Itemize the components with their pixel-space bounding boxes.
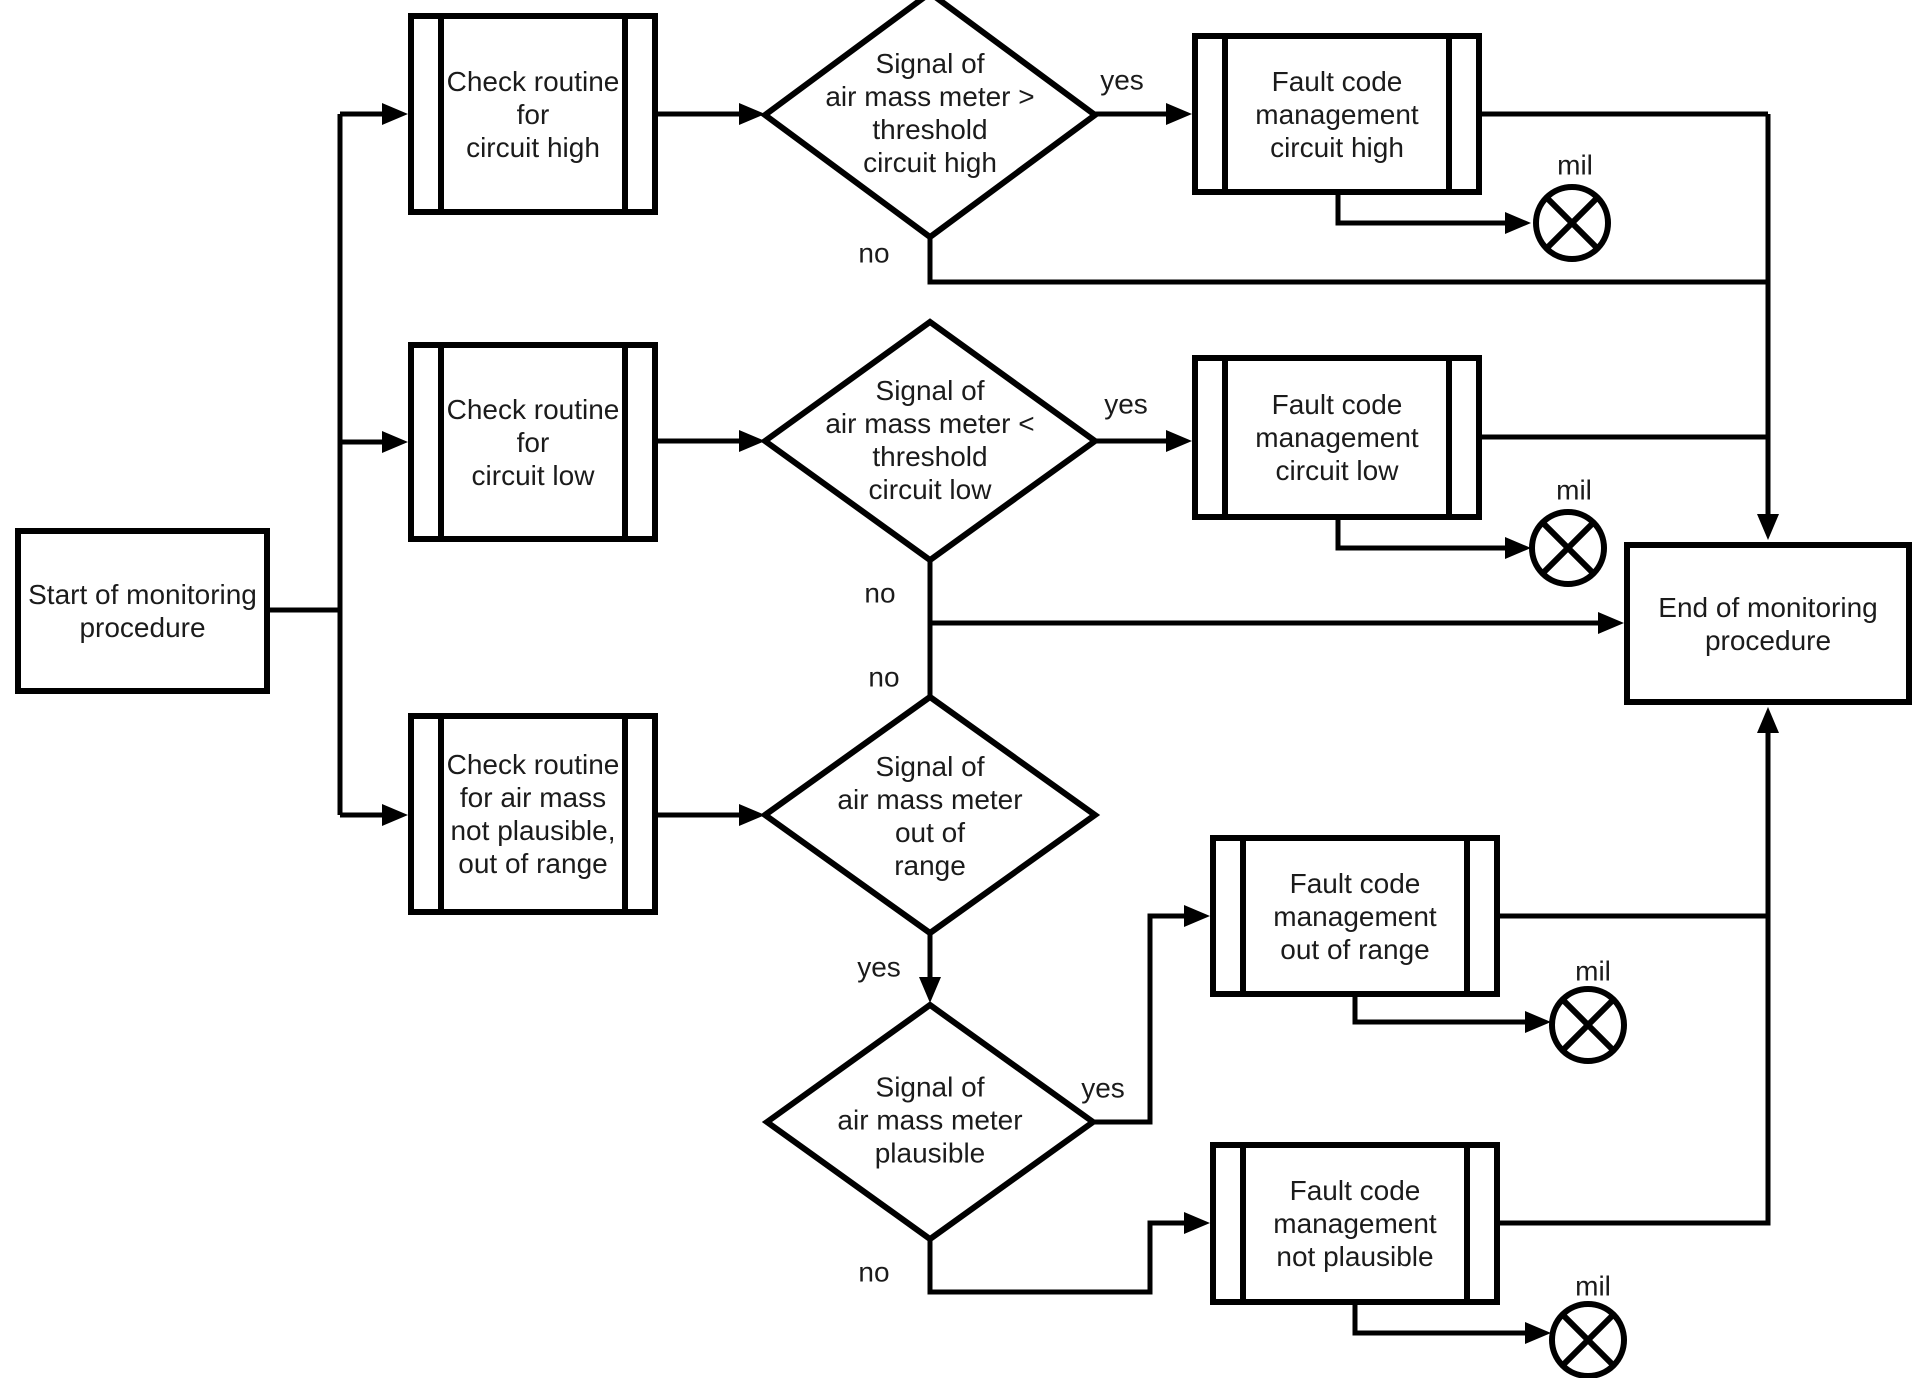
- mil-label-out-of-range: mil: [1575, 955, 1611, 987]
- node-check-circuit-low: Check routine for circuit low: [408, 342, 658, 542]
- decision-label-circuit-high: Signal of air mass meter > threshold cir…: [825, 48, 1035, 178]
- decision-label-out-of-range: Signal of air mass meter out of range: [837, 751, 1023, 881]
- edge-label-dec-high-no: no: [858, 237, 890, 269]
- edge-fault-low-to-mil: [1335, 520, 1507, 551]
- arrow-into-end-left: [1598, 612, 1624, 634]
- mil-lamps: [1529, 184, 1627, 1378]
- arrow-into-end-bottom: [1757, 707, 1779, 733]
- node-fault-not-plausible: Fault code management not plausible: [1210, 1142, 1500, 1305]
- node-check-circuit-low-label: Check routine for circuit low: [446, 393, 620, 491]
- node-check-plausible: Check routine for air mass not plausible…: [408, 713, 658, 915]
- node-fault-circuit-high: Fault code management circuit high: [1192, 33, 1482, 195]
- arrow-into-dec-plausible: [919, 977, 941, 1003]
- edge-label-dec-low-no: no: [864, 577, 896, 609]
- edge-dec-plausible-no: [927, 1220, 1186, 1295]
- edge-label-dec-high-yes: yes: [1100, 64, 1144, 96]
- node-end-label: End of monitoring procedure: [1658, 591, 1878, 656]
- node-start: Start of monitoring procedure: [15, 528, 270, 694]
- arrow-into-fault-range: [1184, 905, 1210, 927]
- arrowheads: [382, 103, 1779, 1344]
- edge-label-dec-plausible-no: no: [858, 1256, 890, 1288]
- edge-label-dec-range-yes: yes: [857, 951, 901, 983]
- node-check-circuit-high-label: Check routine for circuit high: [446, 65, 620, 163]
- edge-dec-high-no: [927, 237, 1768, 285]
- mil-lamp-circuit-low-icon: [1529, 509, 1607, 587]
- decision-shape-out-of-range: [759, 693, 1101, 937]
- arrow-into-check-plausible: [382, 804, 408, 826]
- node-fault-circuit-low-label: Fault code management circuit low: [1255, 389, 1419, 486]
- decision-shape-plausible: [761, 1001, 1099, 1243]
- edge-label-dec-plausible-yes: yes: [1081, 1072, 1125, 1104]
- edge-fault-plausible-to-mil: [1352, 1305, 1527, 1336]
- node-end: End of monitoring procedure: [1624, 542, 1912, 705]
- mil-label-not-plausible: mil: [1575, 1270, 1611, 1302]
- edge-dec-plausible-yes: [1090, 913, 1186, 1125]
- decision-label-circuit-low: Signal of air mass meter < threshold cir…: [825, 375, 1035, 505]
- edge-label-dec-range-no: no: [868, 661, 900, 693]
- node-fault-circuit-low: Fault code management circuit low: [1192, 355, 1482, 520]
- arrow-into-mil-2: [1505, 537, 1531, 559]
- arrow-into-dec-range: [739, 804, 765, 826]
- decision-shapes: [759, 0, 1101, 1243]
- edge-fault-plausible-out: [1500, 731, 1771, 1226]
- arrow-into-end-top: [1757, 514, 1779, 540]
- connector-lines: [270, 111, 1771, 1336]
- arrow-into-fault-high: [1166, 103, 1192, 125]
- arrow-into-dec-low: [739, 430, 765, 452]
- decision-label-plausible: Signal of air mass meter plausible: [837, 1071, 1023, 1169]
- mil-label-circuit-high: mil: [1557, 149, 1593, 181]
- arrow-into-check-high: [382, 103, 408, 125]
- node-fault-not-plausible-label: Fault code management not plausible: [1273, 1175, 1437, 1272]
- arrow-into-mil-1: [1505, 212, 1531, 234]
- node-fault-out-of-range: Fault code management out of range: [1210, 835, 1500, 997]
- node-start-label: Start of monitoring procedure: [28, 579, 257, 643]
- mil-lamp-not-plausible-icon: [1549, 1301, 1627, 1378]
- edge-label-dec-low-yes: yes: [1104, 388, 1148, 420]
- node-fault-out-of-range-label: Fault code management out of range: [1273, 867, 1437, 965]
- arrow-into-dec-high: [739, 103, 765, 125]
- decision-shape-circuit-low: [759, 318, 1101, 564]
- arrow-into-fault-low: [1166, 430, 1192, 452]
- arrow-into-fault-plausible: [1184, 1212, 1210, 1234]
- node-fault-circuit-high-label: Fault code management circuit high: [1255, 65, 1419, 163]
- node-check-plausible-label: Check routine for air mass not plausible…: [446, 749, 620, 879]
- arrow-into-check-low: [382, 431, 408, 453]
- node-check-circuit-high: Check routine for circuit high: [408, 13, 658, 215]
- arrow-into-mil-3: [1525, 1011, 1551, 1033]
- mil-label-circuit-low: mil: [1556, 474, 1592, 506]
- mil-lamp-circuit-high-icon: [1533, 184, 1611, 262]
- mil-lamp-out-of-range-icon: [1549, 986, 1627, 1064]
- edge-fault-high-to-mil: [1335, 195, 1507, 226]
- arrow-into-mil-4: [1525, 1322, 1551, 1344]
- edge-fault-range-to-mil: [1352, 997, 1527, 1025]
- decision-shape-circuit-high: [759, 0, 1101, 241]
